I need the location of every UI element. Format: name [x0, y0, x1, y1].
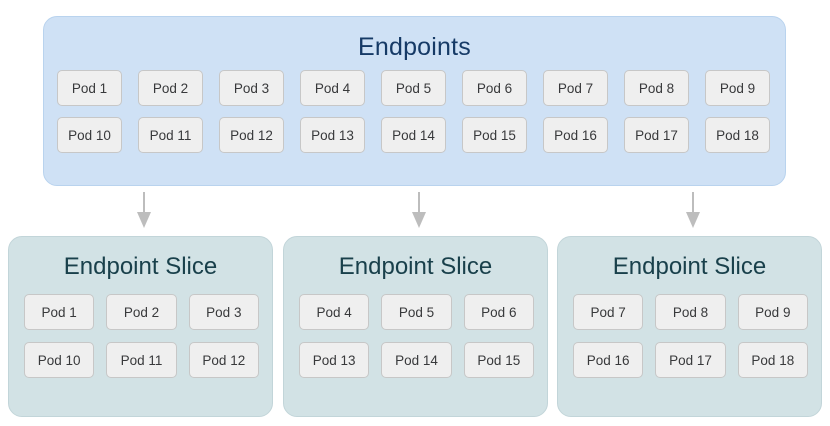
- pod-chip[interactable]: Pod 16: [573, 342, 644, 378]
- down-arrow-icon: [682, 192, 704, 228]
- down-arrow-icon: [408, 192, 430, 228]
- slice-pod-row: Pod 4 Pod 5 Pod 6: [299, 294, 534, 330]
- pod-chip[interactable]: Pod 17: [655, 342, 726, 378]
- pod-chip[interactable]: Pod 9: [737, 294, 808, 330]
- pod-chip[interactable]: Pod 4: [299, 294, 370, 330]
- pod-chip[interactable]: Pod 16: [543, 117, 608, 153]
- pod-chip[interactable]: Pod 11: [138, 117, 203, 153]
- pod-chip[interactable]: Pod 6: [463, 294, 534, 330]
- pod-chip[interactable]: Pod 7: [543, 70, 608, 106]
- endpoint-slice-panel-1: Endpoint Slice Pod 1 Pod 2 Pod 3 Pod 10 …: [8, 236, 273, 417]
- pod-chip[interactable]: Pod 10: [24, 342, 95, 378]
- pod-chip[interactable]: Pod 11: [106, 342, 177, 378]
- pod-chip[interactable]: Pod 2: [138, 70, 203, 106]
- endpoints-title: Endpoints: [358, 33, 471, 61]
- pod-chip[interactable]: Pod 13: [300, 117, 365, 153]
- slice-pod-grid: Pod 1 Pod 2 Pod 3 Pod 10 Pod 11 Pod 12: [24, 294, 259, 390]
- pod-chip[interactable]: Pod 18: [737, 342, 808, 378]
- endpoints-panel: Endpoints Pod 1 Pod 2 Pod 3 Pod 4 Pod 5 …: [43, 16, 786, 186]
- pod-chip[interactable]: Pod 8: [655, 294, 726, 330]
- slice-pod-grid: Pod 4 Pod 5 Pod 6 Pod 13 Pod 14 Pod 15: [299, 294, 534, 390]
- pod-chip[interactable]: Pod 12: [219, 117, 284, 153]
- slice-pod-row: Pod 1 Pod 2 Pod 3: [24, 294, 259, 330]
- pod-chip[interactable]: Pod 14: [381, 342, 452, 378]
- pod-chip[interactable]: Pod 13: [299, 342, 370, 378]
- pod-chip[interactable]: Pod 10: [57, 117, 122, 153]
- down-arrow-icon: [133, 192, 155, 228]
- endpoint-slice-title: Endpoint Slice: [63, 253, 218, 280]
- slice-pod-row: Pod 16 Pod 17 Pod 18: [573, 342, 808, 378]
- pod-chip[interactable]: Pod 8: [624, 70, 689, 106]
- pod-chip[interactable]: Pod 15: [463, 342, 534, 378]
- pod-chip[interactable]: Pod 9: [705, 70, 770, 106]
- pod-chip[interactable]: Pod 18: [705, 117, 770, 153]
- pod-chip[interactable]: Pod 14: [381, 117, 446, 153]
- pod-chip[interactable]: Pod 7: [573, 294, 644, 330]
- pod-chip[interactable]: Pod 4: [300, 70, 365, 106]
- slice-pod-row: Pod 10 Pod 11 Pod 12: [24, 342, 259, 378]
- pod-chip[interactable]: Pod 6: [462, 70, 527, 106]
- pod-chip[interactable]: Pod 2: [106, 294, 177, 330]
- slice-pod-grid: Pod 7 Pod 8 Pod 9 Pod 16 Pod 17 Pod 18: [573, 294, 808, 390]
- pod-chip[interactable]: Pod 3: [188, 294, 259, 330]
- endpoint-slice-panel-2: Endpoint Slice Pod 4 Pod 5 Pod 6 Pod 13 …: [283, 236, 548, 417]
- pod-chip[interactable]: Pod 12: [188, 342, 259, 378]
- slice-pod-row: Pod 13 Pod 14 Pod 15: [299, 342, 534, 378]
- endpoint-slice-panel-3: Endpoint Slice Pod 7 Pod 8 Pod 9 Pod 16 …: [557, 236, 822, 417]
- pod-chip[interactable]: Pod 3: [219, 70, 284, 106]
- pod-chip[interactable]: Pod 15: [462, 117, 527, 153]
- pod-chip[interactable]: Pod 1: [24, 294, 95, 330]
- slice-pod-row: Pod 7 Pod 8 Pod 9: [573, 294, 808, 330]
- endpoint-slice-title: Endpoint Slice: [338, 253, 493, 280]
- pod-chip[interactable]: Pod 1: [57, 70, 122, 106]
- endpoints-pod-row: Pod 1 Pod 2 Pod 3 Pod 4 Pod 5 Pod 6 Pod …: [57, 70, 774, 106]
- endpoints-pod-grid: Pod 1 Pod 2 Pod 3 Pod 4 Pod 5 Pod 6 Pod …: [57, 70, 774, 164]
- pod-chip[interactable]: Pod 5: [381, 70, 446, 106]
- endpoints-pod-row: Pod 10 Pod 11 Pod 12 Pod 13 Pod 14 Pod 1…: [57, 117, 774, 153]
- pod-chip[interactable]: Pod 5: [381, 294, 452, 330]
- endpoint-slice-title: Endpoint Slice: [612, 253, 767, 280]
- pod-chip[interactable]: Pod 17: [624, 117, 689, 153]
